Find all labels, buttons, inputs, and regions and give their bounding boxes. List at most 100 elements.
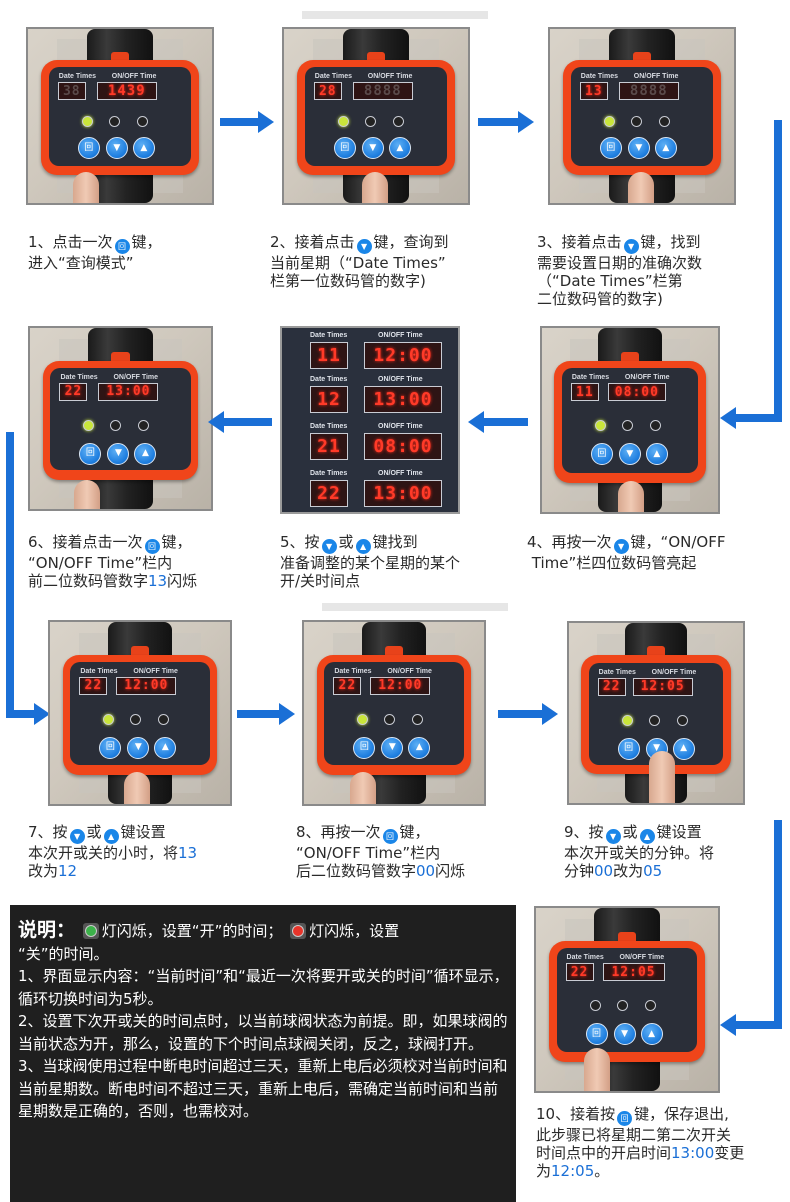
up-key-icon: ▲ [672, 737, 695, 760]
on-led-icon [83, 419, 95, 431]
time-display: 08:00 [364, 433, 442, 460]
menu-key-icon: 回 [382, 829, 398, 844]
step-3-caption: 3、接着点击▼键，找到 需要设置日期的准确次数 （“Date Times”栏第 … [537, 233, 703, 308]
date-times-label: Date Times [566, 954, 604, 962]
highlight-value: 12:05 [551, 1162, 595, 1180]
finger-press [350, 772, 376, 804]
arrow-left-to-10 [720, 1014, 782, 1036]
note-item-1: 1、界面显示内容：“当前时间”和“最近一次将要开或关的时间”循环显示，循环切换时… [18, 967, 509, 1008]
time-display: 13:00 [364, 480, 442, 507]
date-display: 22 [59, 382, 88, 401]
menu-key-icon: 回 [333, 137, 356, 160]
date-display: 22 [565, 963, 594, 982]
status-led-icon [649, 420, 661, 432]
finger-press [74, 480, 100, 509]
time-display: 12:00 [370, 676, 431, 695]
step-5-caption: 5、按▼或▲键找到 准备调整的某个星期的某个 开/关时间点 [280, 533, 461, 590]
date-times-label: Date Times [80, 667, 118, 675]
status-led-icon [676, 714, 688, 726]
step-6-caption: 6、接着点击一次回键， “ON/OFF Time”栏内 前二位数码管数字13闪烁 [28, 533, 198, 590]
status-led-icon [412, 713, 424, 725]
date-display: 13 [579, 82, 608, 101]
menu-key-icon: 回 [353, 736, 376, 759]
on-led-icon [81, 116, 93, 128]
step-7-caption: 7、按▼或▲键设置 本次开或关的小时，将13 改为12 [28, 823, 198, 880]
arrow-left-to-4 [720, 407, 782, 429]
on-led-icon [103, 713, 115, 725]
highlight-value: 13 [148, 572, 168, 590]
note-item-3: 3、当球阀使用过程中断电时间超过三天，重新上电后必须校对当前时间和当前星期数。断… [18, 1057, 508, 1120]
step-1-photo: Date Times ON/OFF Time 38 1439 回 ▼ ▲ [26, 27, 214, 205]
time-display: 13:00 [98, 382, 159, 401]
date-times-label: Date Times [60, 373, 98, 381]
time-display: 8888 [352, 82, 413, 101]
step-2-photo: Date Times ON/OFF Time 28 8888 回 ▼ ▲ [282, 27, 470, 205]
off-led-icon [110, 419, 122, 431]
finger-press [584, 1048, 610, 1091]
menu-key-icon: 回 [590, 443, 613, 466]
menu-key-icon: 回 [77, 137, 100, 160]
time-display: 12:00 [364, 342, 442, 369]
down-key-icon: ▼ [627, 137, 650, 160]
down-key-icon: ▼ [618, 443, 641, 466]
off-led-icon [648, 714, 660, 726]
step-4-photo: Date Times ON/OFF Time 11 08:00 回 ▼ ▲ [540, 326, 720, 514]
status-led-icon [136, 116, 148, 128]
up-key-icon: ▲ [154, 736, 177, 759]
on-off-time-label: ON/OFF Time [133, 667, 178, 675]
date-display: 12 [310, 386, 348, 413]
off-led-icon [616, 1000, 628, 1012]
off-led-icon [130, 713, 142, 725]
off-indicator-icon [290, 923, 307, 939]
date-times-label: Date Times [598, 668, 636, 676]
finger-press [73, 172, 99, 203]
highlight-value: 13:00 [671, 1144, 715, 1162]
off-led-icon [364, 116, 376, 128]
date-display: 22 [310, 480, 348, 507]
highlight-value: 00 [594, 862, 614, 880]
arrow-right-7-8 [237, 703, 295, 725]
down-key-icon: ▼ [623, 239, 639, 254]
step-2-caption: 2、接着点击▼键，查询到 当前星期（“Date Times” 栏第一位数码管的数… [270, 233, 449, 290]
on-led-icon [337, 116, 349, 128]
menu-key-icon: 回 [617, 1111, 633, 1126]
connector-vertical-right-lower [774, 820, 782, 1025]
step-6-photo: Date Times ON/OFF Time 22 13:00 回 ▼ ▲ [28, 326, 213, 511]
instructions-note: 说明： 灯闪烁，设置“开”的时间； 灯闪烁，设置 “关”的时间。 1、界面显示内… [10, 905, 516, 1202]
step-10-caption: 10、接着按回键，保存退出, 此步骤已将星期二第二次开关 时间点中的开启时间13… [536, 1105, 745, 1180]
status-led-icon [138, 419, 150, 431]
finger-press [618, 481, 644, 512]
status-led-icon [158, 713, 170, 725]
off-led-icon [621, 420, 633, 432]
time-display: 08:00 [607, 383, 666, 402]
highlight-value: 12 [58, 862, 78, 880]
on-led-icon [603, 116, 615, 128]
menu-key-icon: 回 [144, 539, 160, 554]
time-display: 8888 [618, 82, 679, 101]
date-times-label: Date Times [314, 73, 353, 81]
connector-vertical-right [774, 120, 782, 420]
up-key-icon: ▲ [645, 443, 668, 466]
down-key-icon: ▼ [381, 736, 404, 759]
step-10-photo: Date Times ON/OFF Time 22 12:05 回 ▼ ▲ [534, 906, 720, 1093]
step-8-caption: 8、再按一次回键， “ON/OFF Time”栏内 后二位数码管数字00闪烁 [296, 823, 466, 880]
down-key-icon: ▼ [356, 239, 372, 254]
date-display: 38 [57, 82, 86, 101]
date-display: 22 [79, 676, 108, 695]
date-times-label: Date Times [58, 73, 97, 81]
on-off-time-label: ON/OFF Time [624, 374, 670, 382]
down-key-icon: ▼ [613, 539, 629, 554]
on-led-icon [621, 714, 633, 726]
arrow-right-1-2 [220, 111, 274, 133]
connector-vertical-left [6, 432, 14, 718]
date-display: 22 [333, 676, 362, 695]
up-key-icon: ▲ [355, 539, 371, 554]
date-times-label: Date Times [334, 667, 372, 675]
top-divider [302, 11, 488, 19]
down-key-icon: ▼ [69, 829, 85, 844]
down-key-icon: ▼ [361, 137, 384, 160]
step-4-caption: 4、再按一次▼键，“ON/OFF Time”栏四位数码管亮起 [527, 533, 726, 572]
